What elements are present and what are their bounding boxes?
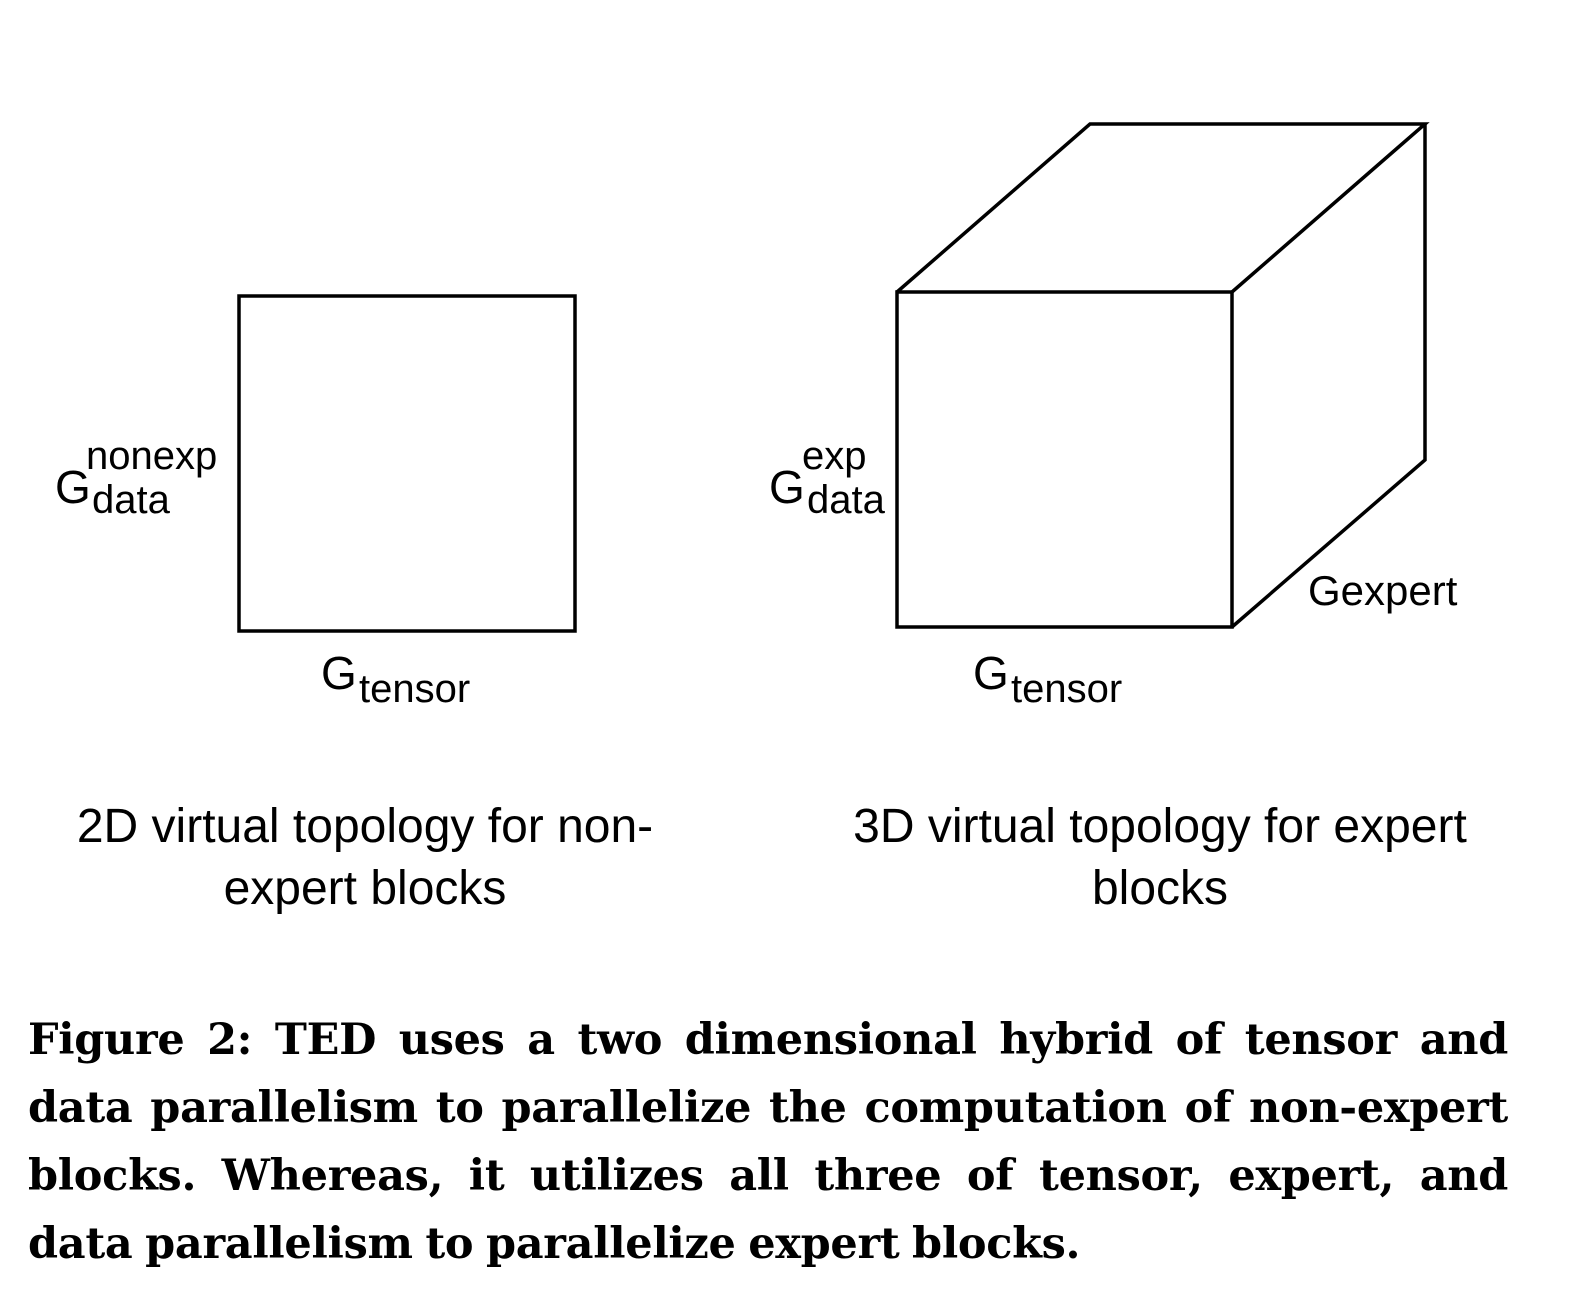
right-z-axis-label: Gexpert (1308, 570, 1457, 612)
right-y-axis-sub: data (807, 478, 885, 522)
right-x-axis-label: G tensor (973, 650, 1143, 710)
left-y-axis-sup: nonexp (86, 434, 218, 478)
left-x-axis-label: G tensor (321, 650, 491, 710)
cube-front-face (895, 290, 1234, 629)
figure-caption: Figure 2: TED uses a two dimensional hyb… (28, 1015, 1508, 1269)
right-y-axis-sup: exp (802, 434, 867, 478)
left-y-axis-sub: data (92, 478, 170, 522)
square-2d (237, 294, 577, 633)
left-y-axis-label: G nonexp data (55, 436, 235, 522)
right-x-axis-base: G (973, 647, 1009, 699)
right-x-axis-sub: tensor (1011, 667, 1123, 711)
right-y-axis-label: G exp data (769, 436, 899, 522)
left-panel-caption: 2D virtual topology for non-expert block… (76, 800, 654, 915)
right-panel-caption: 3D virtual topology for expert blocks (853, 800, 1467, 915)
cube-3d (895, 122, 1430, 629)
right-y-axis-base: G (769, 461, 805, 513)
cube-side-face (1230, 124, 1427, 629)
cube-top-face (895, 122, 1430, 294)
right-z-axis-text: Gexpert (1308, 567, 1458, 614)
left-x-axis-sub: tensor (359, 667, 471, 711)
left-y-axis-base: G (55, 461, 91, 513)
left-x-axis-base: G (321, 647, 357, 699)
